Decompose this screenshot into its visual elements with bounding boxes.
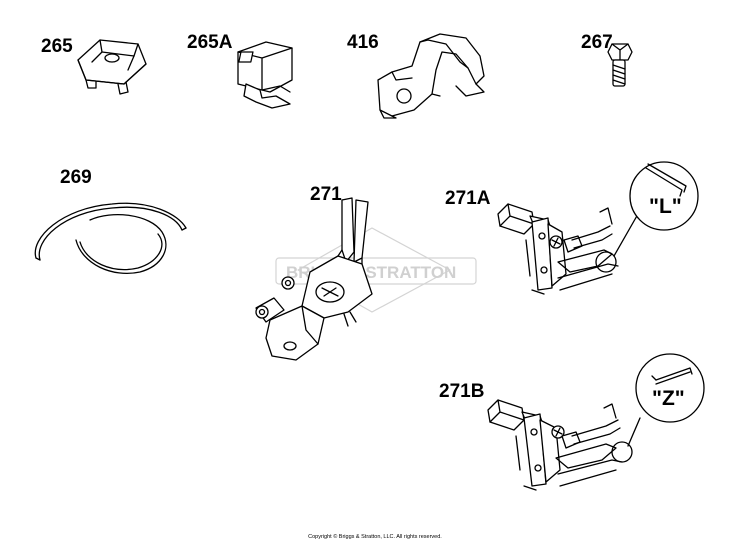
copyright-notice: Copyright © Briggs & Stratton, LLC. All …	[308, 534, 442, 540]
part-271b-control	[487, 399, 623, 491]
part-267-bolt	[607, 43, 633, 87]
label-416: 416	[347, 32, 379, 53]
label-265: 265	[41, 36, 73, 57]
label-265a: 265A	[187, 32, 233, 53]
detail-z-callout	[611, 353, 705, 463]
part-271a-control	[497, 203, 619, 295]
label-269: 269	[60, 167, 92, 188]
part-265-clip	[77, 39, 147, 95]
part-265a-block	[237, 41, 293, 109]
part-269-wire	[34, 202, 187, 274]
part-271-control-assembly	[255, 197, 373, 361]
label-271b: 271B	[439, 381, 485, 402]
detail-l-callout	[595, 161, 699, 273]
label-267: 267	[581, 32, 613, 53]
label-271a: 271A	[445, 188, 491, 209]
detail-label-z: "Z"	[652, 387, 685, 410]
detail-label-l: "L"	[649, 195, 682, 218]
part-416-bracket	[377, 33, 485, 119]
label-271: 271	[310, 184, 342, 205]
